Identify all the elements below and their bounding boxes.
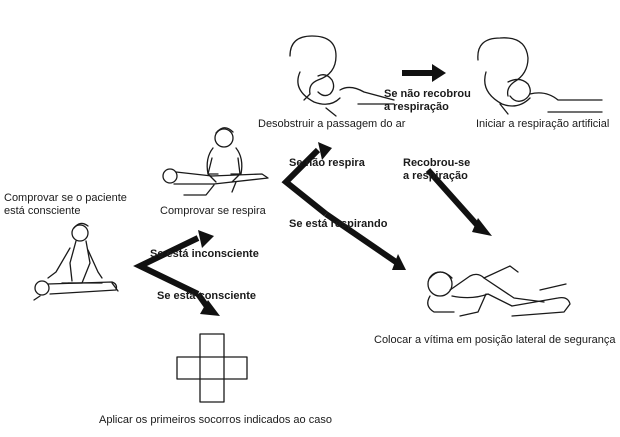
arrow-recovered bbox=[425, 168, 481, 228]
rescuer-checking-breathing-icon bbox=[162, 127, 269, 196]
condition-breathing: Se está respirando bbox=[289, 218, 388, 230]
condition-not-recovered: Se não recobrou a respiração bbox=[384, 88, 471, 113]
first-aid-cross-icon bbox=[176, 333, 248, 403]
caption-recovery-position: Colocar a vítima em posição lateral de s… bbox=[374, 334, 616, 346]
caption-first-aid: Aplicar os primeiros socorros indicados … bbox=[99, 414, 332, 426]
caption-check-conscious: Comprovar se o paciente está consciente bbox=[4, 192, 127, 217]
arrow-unconscious bbox=[133, 235, 200, 297]
arrow-breathing bbox=[324, 211, 398, 265]
condition-not-breathing: Se não respira bbox=[289, 157, 365, 169]
condition-unconscious: Se está inconsciente bbox=[150, 248, 259, 260]
mouth-to-mouth-icon bbox=[477, 37, 603, 115]
airway-clearing-icon bbox=[289, 35, 395, 117]
condition-conscious: Se está consciente bbox=[157, 290, 257, 302]
recovery-position-icon bbox=[427, 265, 571, 317]
condition-recovered: Recobrou-se a respiração bbox=[403, 157, 471, 182]
arrow-not-breathing bbox=[281, 147, 328, 217]
caption-check-breathing: Comprovar se respira bbox=[160, 205, 266, 217]
caption-clear-airway: Desobstruir a passagem do ar bbox=[258, 118, 406, 130]
caption-artificial-respiration: Iniciar a respiração artificial bbox=[476, 118, 610, 130]
person-checking-patient-icon bbox=[33, 222, 119, 301]
